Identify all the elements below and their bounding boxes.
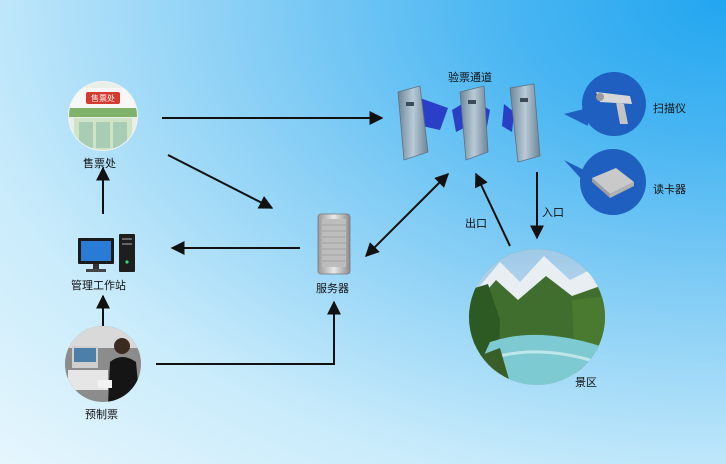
card-reader-label: 读卡器 <box>653 183 686 196</box>
scenic-label: 景区 <box>575 376 597 389</box>
exit-edge-label: 出口 <box>465 217 487 230</box>
preprint-ticket-image <box>65 326 141 402</box>
workstation-label: 管理工作站 <box>71 279 126 292</box>
ticket-office-sign: 售票处 <box>91 93 115 103</box>
scanner-device-image <box>564 72 646 136</box>
card-reader-device-image <box>564 149 646 215</box>
ticket-office-label: 售票处 <box>83 157 116 170</box>
gate-label: 验票通道 <box>448 71 492 84</box>
arrow-preprint-to-server <box>156 300 341 365</box>
scenic-area-image <box>469 249 605 385</box>
workstation-computer-icon <box>78 234 135 272</box>
arrow-scenic-to-gate-exit <box>475 172 511 247</box>
server-tower-icon <box>317 213 351 275</box>
arrow-office-to-server <box>167 154 274 209</box>
preprint-label: 预制票 <box>85 408 118 421</box>
server-label: 服务器 <box>316 282 349 295</box>
arrow-server-gate-bidirectional <box>365 173 449 257</box>
ticket-office-image: 售票处 <box>68 81 138 151</box>
entry-edge-label: 入口 <box>542 206 564 219</box>
scanner-label: 扫描仪 <box>653 102 686 115</box>
gate-turnstile-icon <box>397 83 541 163</box>
